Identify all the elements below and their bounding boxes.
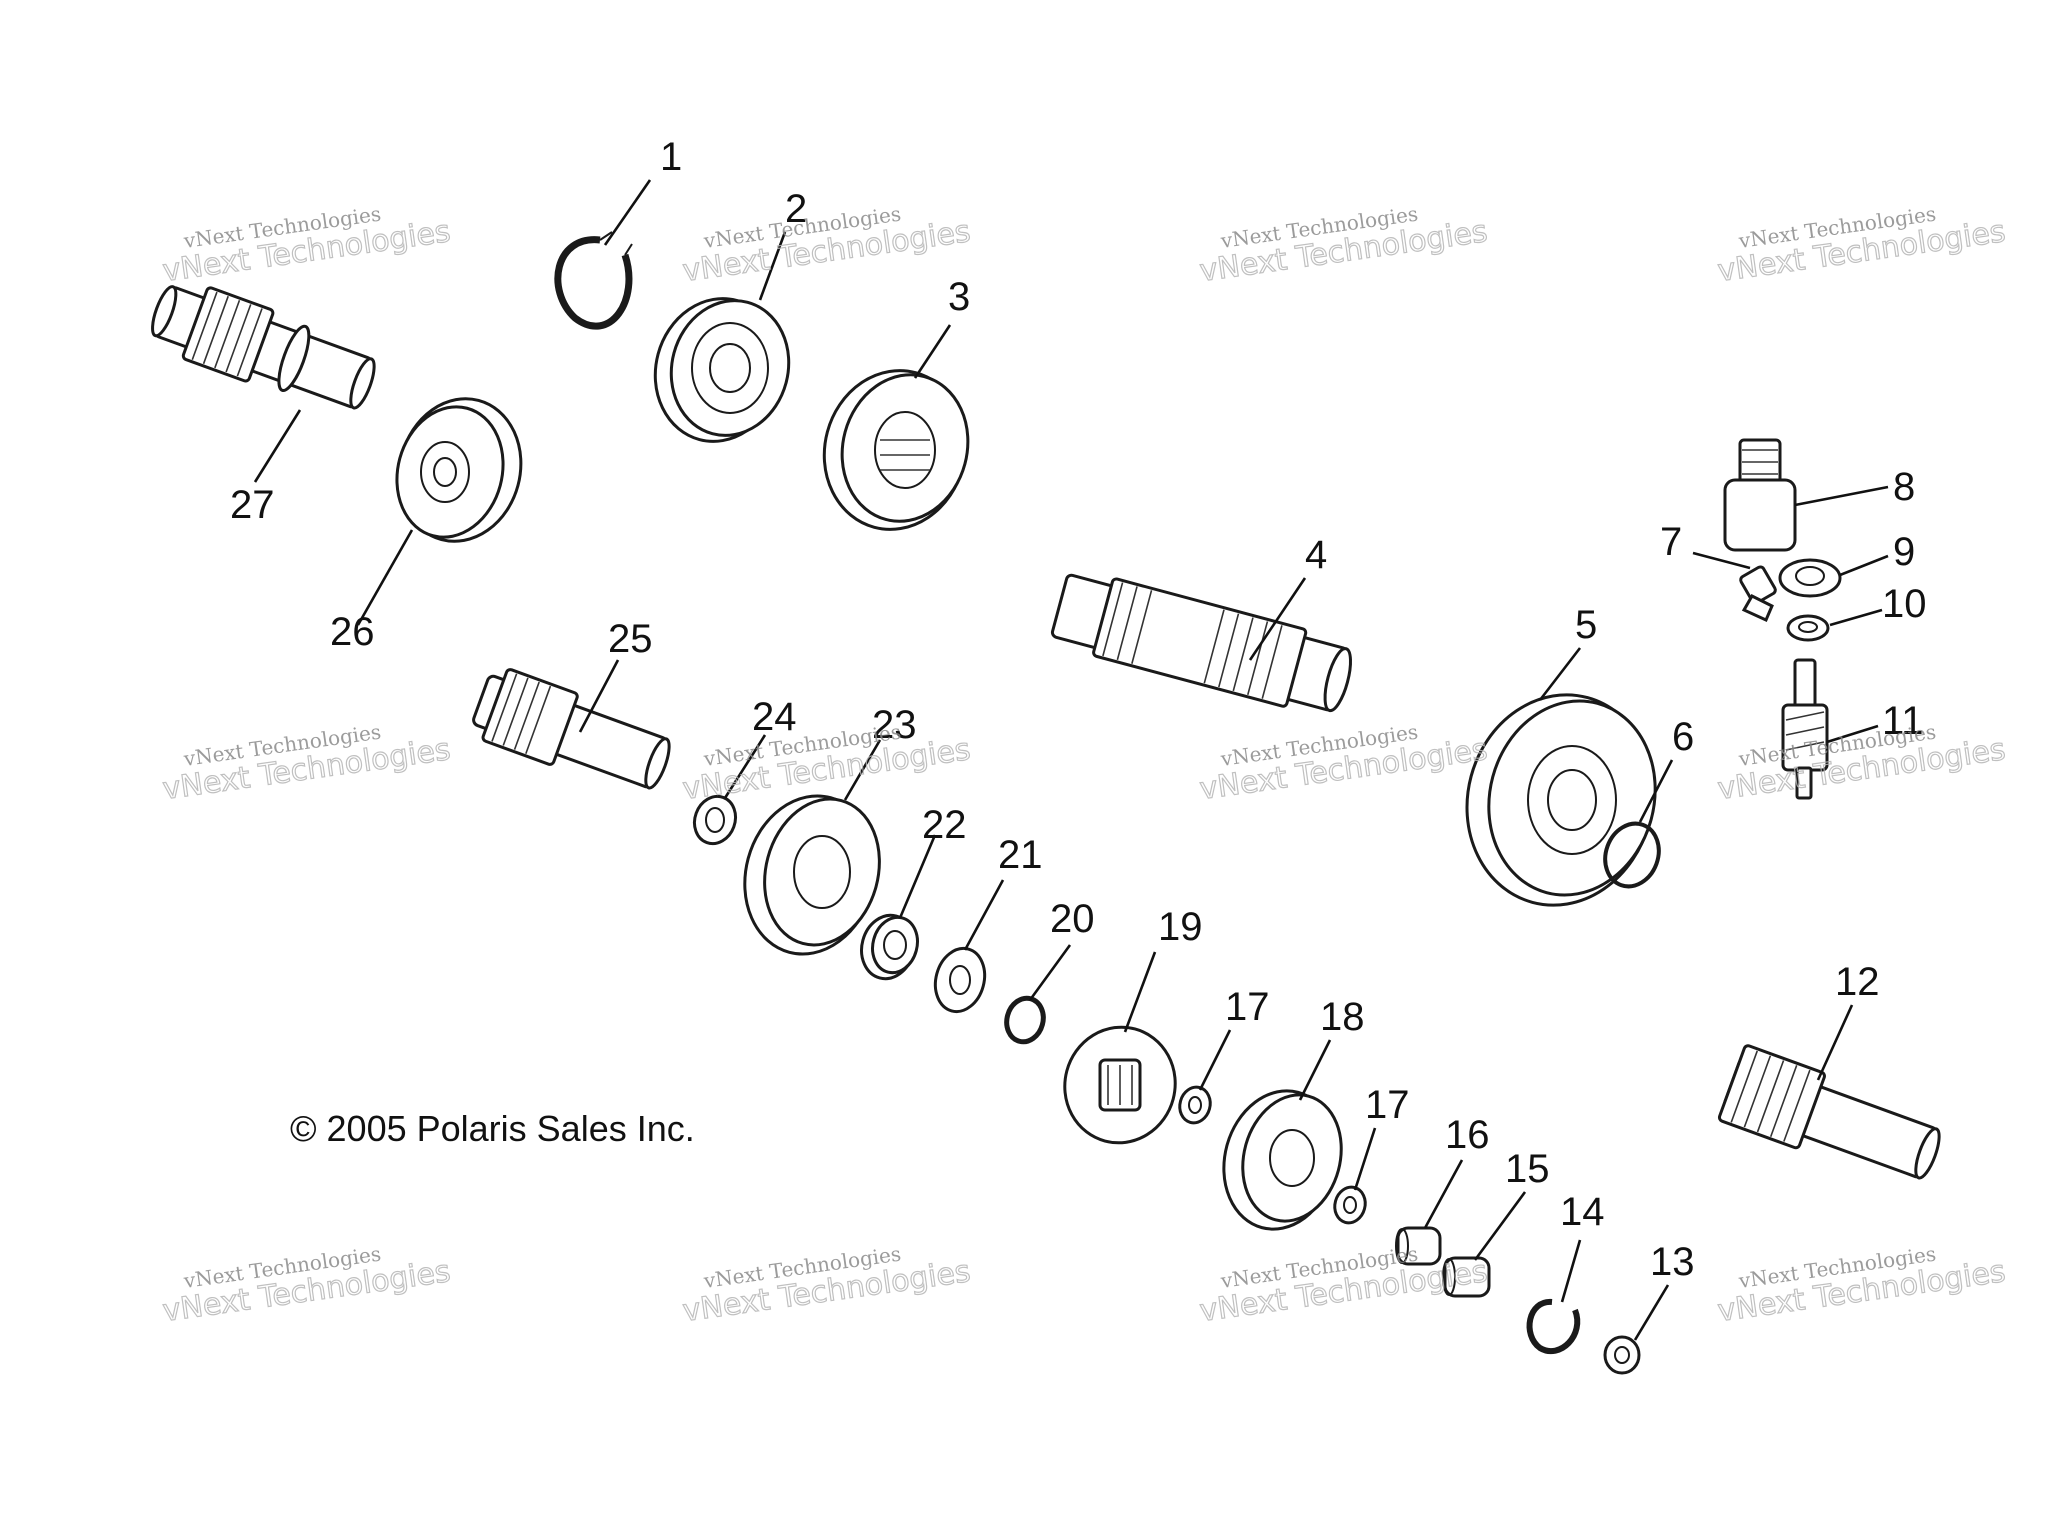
part-12-shaft bbox=[1717, 1044, 1941, 1180]
callout-3: 3 bbox=[948, 275, 970, 319]
part-10-small-washer bbox=[1786, 614, 1830, 642]
leader-lines bbox=[253, 179, 1889, 1341]
part-24-washer bbox=[692, 794, 738, 846]
part-17-washer-upper bbox=[1178, 1085, 1212, 1125]
part-3-gear bbox=[822, 369, 970, 531]
callout-17-upper: 17 bbox=[1225, 985, 1270, 1029]
part-9-washer bbox=[1778, 558, 1842, 598]
watermark: vNext Technologies vNext Technologies bbox=[680, 1242, 973, 1330]
callout-11: 11 bbox=[1882, 699, 1924, 743]
callout-12: 12 bbox=[1835, 960, 1880, 1004]
callout-1: 1 bbox=[660, 135, 682, 179]
callout-5: 5 bbox=[1575, 603, 1597, 647]
callout-18: 18 bbox=[1320, 995, 1365, 1039]
callout-23: 23 bbox=[872, 703, 917, 747]
part-26-gear bbox=[395, 397, 523, 543]
callout-26: 26 bbox=[330, 610, 375, 654]
part-25-shaft bbox=[472, 668, 671, 790]
part-27-shaft bbox=[151, 285, 376, 410]
part-5-large-gear bbox=[1465, 693, 1657, 907]
callout-14: 14 bbox=[1560, 1190, 1605, 1234]
part-20-ring bbox=[1004, 995, 1046, 1045]
callout-numbers: 1 2 3 4 5 6 7 8 9 10 11 12 13 14 15 16 1… bbox=[230, 135, 1927, 1284]
part-19-hub bbox=[1063, 1025, 1177, 1145]
callout-20: 20 bbox=[1050, 897, 1095, 941]
callout-16: 16 bbox=[1445, 1113, 1490, 1157]
part-22-bearing bbox=[860, 913, 919, 981]
watermark: vNext Technologies vNext Technologies bbox=[1197, 720, 1490, 808]
part-2-bearing bbox=[653, 297, 791, 443]
callout-25: 25 bbox=[608, 617, 653, 661]
watermark: vNext Technologies vNext Technologies bbox=[1715, 1242, 2008, 1330]
watermark: vNext Technologies vNext Technologies bbox=[680, 202, 973, 290]
watermark: vNext Technologies vNext Technologies bbox=[1197, 1242, 1490, 1330]
watermark: vNext Technologies vNext Technologies bbox=[160, 720, 453, 808]
callout-2: 2 bbox=[785, 187, 807, 231]
callout-24: 24 bbox=[752, 695, 797, 739]
watermark: vNext Technologies vNext Technologies bbox=[680, 720, 973, 808]
part-11-pinion bbox=[1781, 658, 1829, 800]
callout-22: 22 bbox=[922, 803, 967, 847]
part-8-fitting bbox=[1723, 438, 1797, 552]
watermark: vNext Technologies vNext Technologies bbox=[1715, 720, 2008, 808]
callout-15: 15 bbox=[1505, 1147, 1550, 1191]
part-23-gear bbox=[743, 794, 881, 956]
callout-6: 6 bbox=[1672, 715, 1694, 759]
watermark: vNext Technologies vNext Technologies bbox=[160, 202, 453, 290]
callout-13: 13 bbox=[1650, 1240, 1695, 1284]
watermark-grid: vNext Technologies vNext Technologies vN… bbox=[160, 202, 2008, 1330]
part-6-ring bbox=[1603, 821, 1661, 889]
part-16-bushing bbox=[1395, 1226, 1442, 1266]
part-7-screw bbox=[1739, 565, 1777, 622]
callout-4: 4 bbox=[1305, 533, 1327, 577]
part-17-washer-lower bbox=[1333, 1185, 1367, 1225]
callout-19: 19 bbox=[1158, 905, 1203, 949]
callout-21: 21 bbox=[998, 833, 1043, 877]
part-18-gear bbox=[1222, 1089, 1343, 1231]
part-21-washer bbox=[933, 946, 987, 1014]
part-14-circlip bbox=[1526, 1299, 1581, 1355]
part-1-circlip bbox=[554, 231, 633, 330]
callout-17-lower: 17 bbox=[1365, 1083, 1410, 1127]
callout-8: 8 bbox=[1893, 465, 1915, 509]
copyright-notice: © 2005 Polaris Sales Inc. bbox=[290, 1108, 695, 1149]
part-15-bushing bbox=[1442, 1256, 1491, 1298]
callout-10: 10 bbox=[1882, 582, 1927, 626]
watermark: vNext Technologies vNext Technologies bbox=[1715, 202, 2008, 290]
part-13-nut bbox=[1603, 1335, 1641, 1375]
watermark: vNext Technologies vNext Technologies bbox=[160, 1242, 453, 1330]
watermark: vNext Technologies vNext Technologies bbox=[1197, 202, 1490, 290]
callout-9: 9 bbox=[1893, 530, 1915, 574]
callout-27: 27 bbox=[230, 483, 275, 527]
callout-7: 7 bbox=[1660, 520, 1682, 564]
part-4-main-shaft bbox=[1050, 573, 1353, 713]
